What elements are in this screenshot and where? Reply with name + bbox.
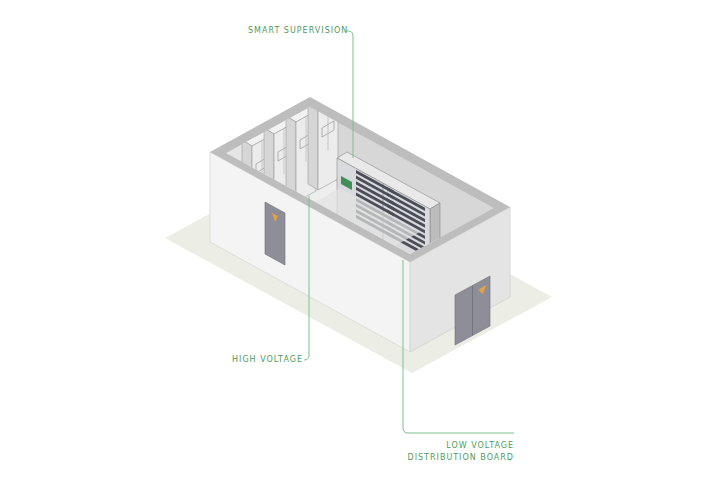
door <box>265 202 285 265</box>
wall-rim <box>210 97 510 262</box>
double-door <box>455 276 490 345</box>
leader-line <box>403 260 514 433</box>
leader-line <box>304 196 309 360</box>
leader-line <box>346 31 353 158</box>
callout-label: LOW VOLTAGE DISTRIBUTION BOARD <box>387 440 514 464</box>
interior <box>226 93 494 314</box>
hv-cabinet <box>308 93 338 190</box>
callout-label: SMART SUPERVISION <box>248 25 348 37</box>
warning-sign <box>478 285 486 294</box>
warning-sign <box>272 213 278 222</box>
callout-label: HIGH VOLTAGE <box>232 354 303 366</box>
